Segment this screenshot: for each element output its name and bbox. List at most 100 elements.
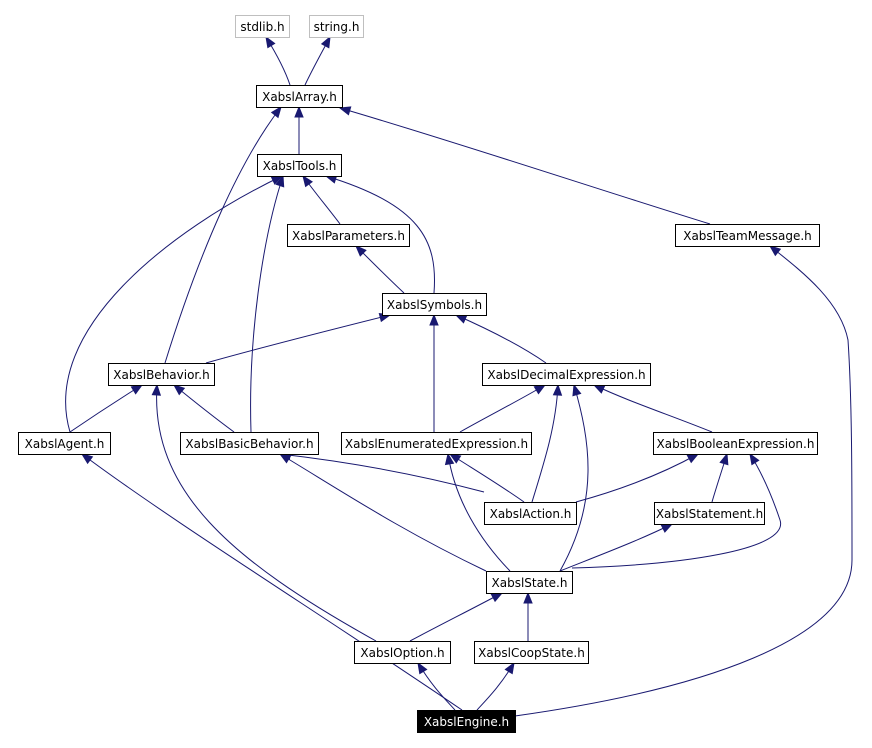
- edge-line: [325, 175, 436, 294]
- arrowhead: [275, 174, 285, 188]
- node-label: XabslDecimalExpression.h: [487, 368, 645, 382]
- edge-coop-to-state: [523, 591, 533, 641]
- arrowhead: [429, 313, 439, 326]
- node-label: XabslBehavior.h: [113, 368, 209, 382]
- arrowhead: [130, 384, 144, 395]
- node-array[interactable]: XabslArray.h: [256, 85, 343, 108]
- edge-state-to-statement: [559, 523, 674, 572]
- node-label: XabslStatement.h: [656, 507, 763, 521]
- edge-engine-to-coop: [476, 661, 515, 711]
- node-decimal[interactable]: XabslDecimalExpression.h: [482, 363, 651, 386]
- edge-line: [575, 453, 699, 503]
- edge-action-to-boolean: [575, 453, 700, 503]
- node-label: XabslAgent.h: [25, 437, 105, 451]
- edge-line: [279, 453, 487, 572]
- edge-decimal-to-symbols: [454, 314, 547, 364]
- node-box: [180, 432, 319, 455]
- node-label: XabslAction.h: [490, 507, 572, 521]
- node-agent[interactable]: XabslAgent.h: [18, 432, 111, 455]
- node-behavior[interactable]: XabslBehavior.h: [108, 363, 215, 386]
- edge-line: [339, 107, 711, 225]
- edge-array-to-stdlib: [265, 35, 291, 86]
- node-label: XabslParameters.h: [292, 229, 405, 243]
- arrowhead: [504, 661, 515, 675]
- arrowhead: [523, 591, 533, 604]
- arrowhead: [417, 661, 428, 675]
- edge-agent-to-tools: [65, 175, 284, 433]
- node-box: [382, 293, 487, 316]
- arrowhead: [768, 245, 782, 257]
- edge-line: [156, 384, 377, 642]
- edge-line: [69, 384, 143, 433]
- edge-line: [449, 453, 525, 503]
- edge-array-to-string: [304, 35, 331, 86]
- edge-teammsg-to-array: [338, 106, 711, 225]
- arrowhead: [572, 383, 582, 397]
- edge-engine-to-agent: [80, 453, 463, 711]
- edge-enumerated-to-decimal: [459, 384, 547, 433]
- edge-line: [593, 384, 713, 433]
- edge-engine-to-option: [417, 661, 456, 711]
- node-box: [654, 502, 765, 525]
- node-string[interactable]: string.h: [309, 15, 364, 38]
- node-label: XabslBooleanExpression.h: [657, 437, 815, 451]
- arrowhead: [151, 383, 162, 396]
- edge-action-to-enumerated: [448, 453, 525, 503]
- node-label: XabslState.h: [492, 576, 568, 590]
- arrowhead: [302, 174, 313, 188]
- node-engine[interactable]: XabslEngine.h: [417, 710, 516, 733]
- node-label: string.h: [314, 20, 360, 34]
- node-teammsg[interactable]: XabslTeamMessage.h: [675, 224, 820, 247]
- node-boolean[interactable]: XabslBooleanExpression.h: [653, 432, 818, 455]
- edges: [65, 35, 853, 717]
- arrowhead: [444, 452, 455, 466]
- node-coop[interactable]: XabslCoopState.h: [474, 641, 589, 664]
- edge-line: [559, 384, 589, 572]
- edge-enumerated-to-symbols: [429, 313, 439, 432]
- node-action[interactable]: XabslAction.h: [484, 502, 577, 525]
- arrowhead: [660, 523, 674, 533]
- nodes: stdlib.h string.hXabslArray.hXabslTools.h…: [18, 15, 820, 733]
- node-option[interactable]: XabslOption.h: [354, 641, 451, 664]
- node-stdlib[interactable]: stdlib.h: [235, 15, 290, 38]
- edge-behavior-to-symbols: [205, 312, 392, 364]
- node-label: XabslEngine.h: [424, 715, 509, 729]
- node-tools[interactable]: XabslTools.h: [257, 154, 342, 177]
- edge-parameters-to-tools: [302, 174, 341, 225]
- node-statement[interactable]: XabslStatement.h: [654, 502, 765, 525]
- node-parameters[interactable]: XabslParameters.h: [287, 224, 410, 247]
- edge-line: [173, 384, 235, 433]
- arrowhead: [278, 453, 292, 464]
- node-symbols[interactable]: XabslSymbols.h: [382, 293, 487, 316]
- edge-boolean-to-decimal: [592, 384, 713, 433]
- node-box: [235, 15, 290, 38]
- edge-statement-to-boolean: [711, 452, 729, 503]
- edge-line: [447, 453, 511, 572]
- node-box: [675, 224, 820, 247]
- arrowhead: [355, 245, 367, 257]
- edge-line: [571, 453, 781, 569]
- node-basic[interactable]: XabslBasicBehavior.h: [180, 432, 319, 455]
- node-box: [18, 432, 111, 455]
- node-enumerated[interactable]: XabslEnumeratedExpression.h: [341, 432, 532, 455]
- node-box: [653, 432, 818, 455]
- node-box: [256, 85, 343, 108]
- arrowhead: [320, 35, 331, 49]
- edge-line: [459, 384, 546, 433]
- edge-line: [81, 453, 463, 711]
- edge-line: [205, 314, 391, 364]
- edge-line: [514, 245, 853, 717]
- node-box: [108, 363, 215, 386]
- edge-line: [164, 106, 282, 364]
- edge-line: [279, 453, 485, 493]
- edge-line: [455, 314, 547, 364]
- arrowhead: [172, 384, 186, 396]
- node-box: [309, 15, 364, 38]
- edge-line: [65, 175, 283, 433]
- arrowhead: [294, 105, 304, 118]
- edge-tools-to-array: [294, 105, 304, 154]
- edge-state-to-enumerated: [444, 452, 511, 572]
- arrowhead: [552, 383, 563, 396]
- node-state[interactable]: XabslState.h: [486, 571, 573, 594]
